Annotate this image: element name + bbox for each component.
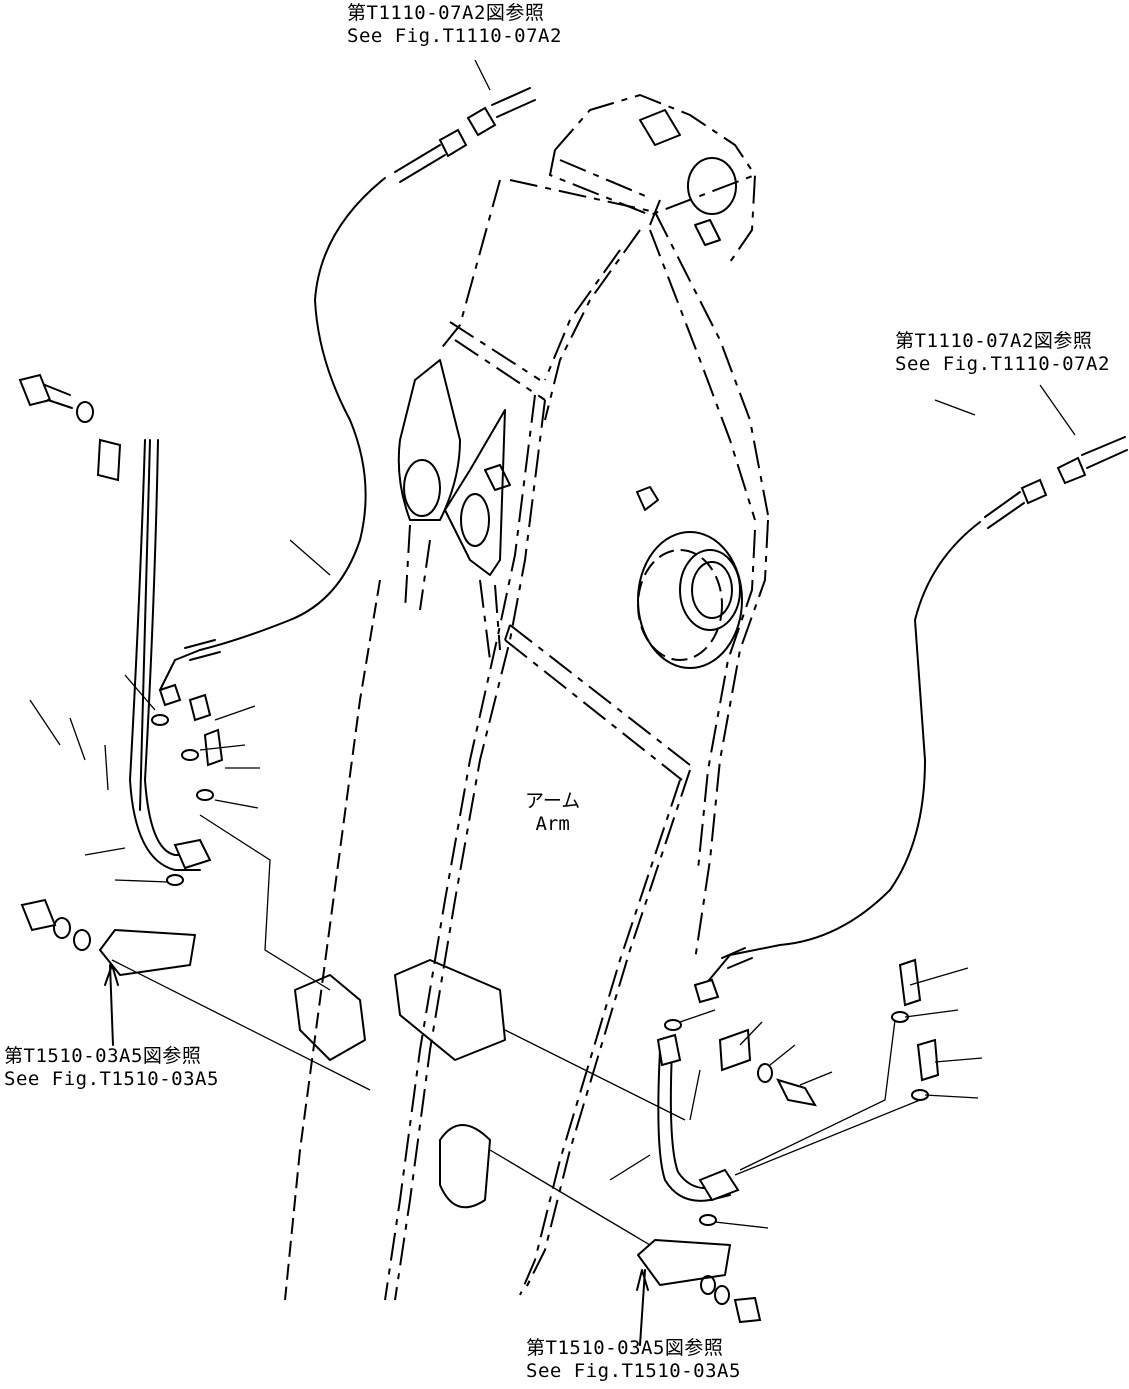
reference-bottom-en: See Fig.T1510-03A5 [526, 1360, 741, 1382]
part-label-arm: アーム Arm [525, 790, 580, 836]
left-piping-cluster [18, 373, 371, 1091]
part-arm-en: Arm [535, 813, 570, 835]
reference-bottom-jp: 第T1510-03A5図参照 [526, 1337, 724, 1359]
reference-right-en: See Fig.T1110-07A2 [895, 353, 1110, 375]
arm-body [284, 93, 769, 1301]
reference-right-jp: 第T1110-07A2図参照 [895, 330, 1093, 352]
right-hose-assembly [609, 384, 1128, 1346]
center-clamps [294, 959, 686, 1246]
reference-top-en: See Fig.T1110-07A2 [347, 25, 562, 47]
reference-label-bottom: 第T1510-03A5図参照 See Fig.T1510-03A5 [526, 1337, 741, 1383]
part-arm-jp: アーム [525, 790, 581, 812]
top-hose-assembly [158, 59, 536, 707]
reference-label-top: 第T1110-07A2図参照 See Fig.T1110-07A2 [347, 2, 562, 48]
reference-label-left-bottom: 第T1510-03A5図参照 See Fig.T1510-03A5 [4, 1045, 219, 1091]
reference-left-bottom-jp: 第T1510-03A5図参照 [4, 1045, 202, 1067]
reference-label-right: 第T1110-07A2図参照 See Fig.T1110-07A2 [895, 330, 1110, 376]
reference-top-jp: 第T1110-07A2図参照 [347, 2, 545, 24]
reference-left-bottom-en: See Fig.T1510-03A5 [4, 1068, 219, 1090]
